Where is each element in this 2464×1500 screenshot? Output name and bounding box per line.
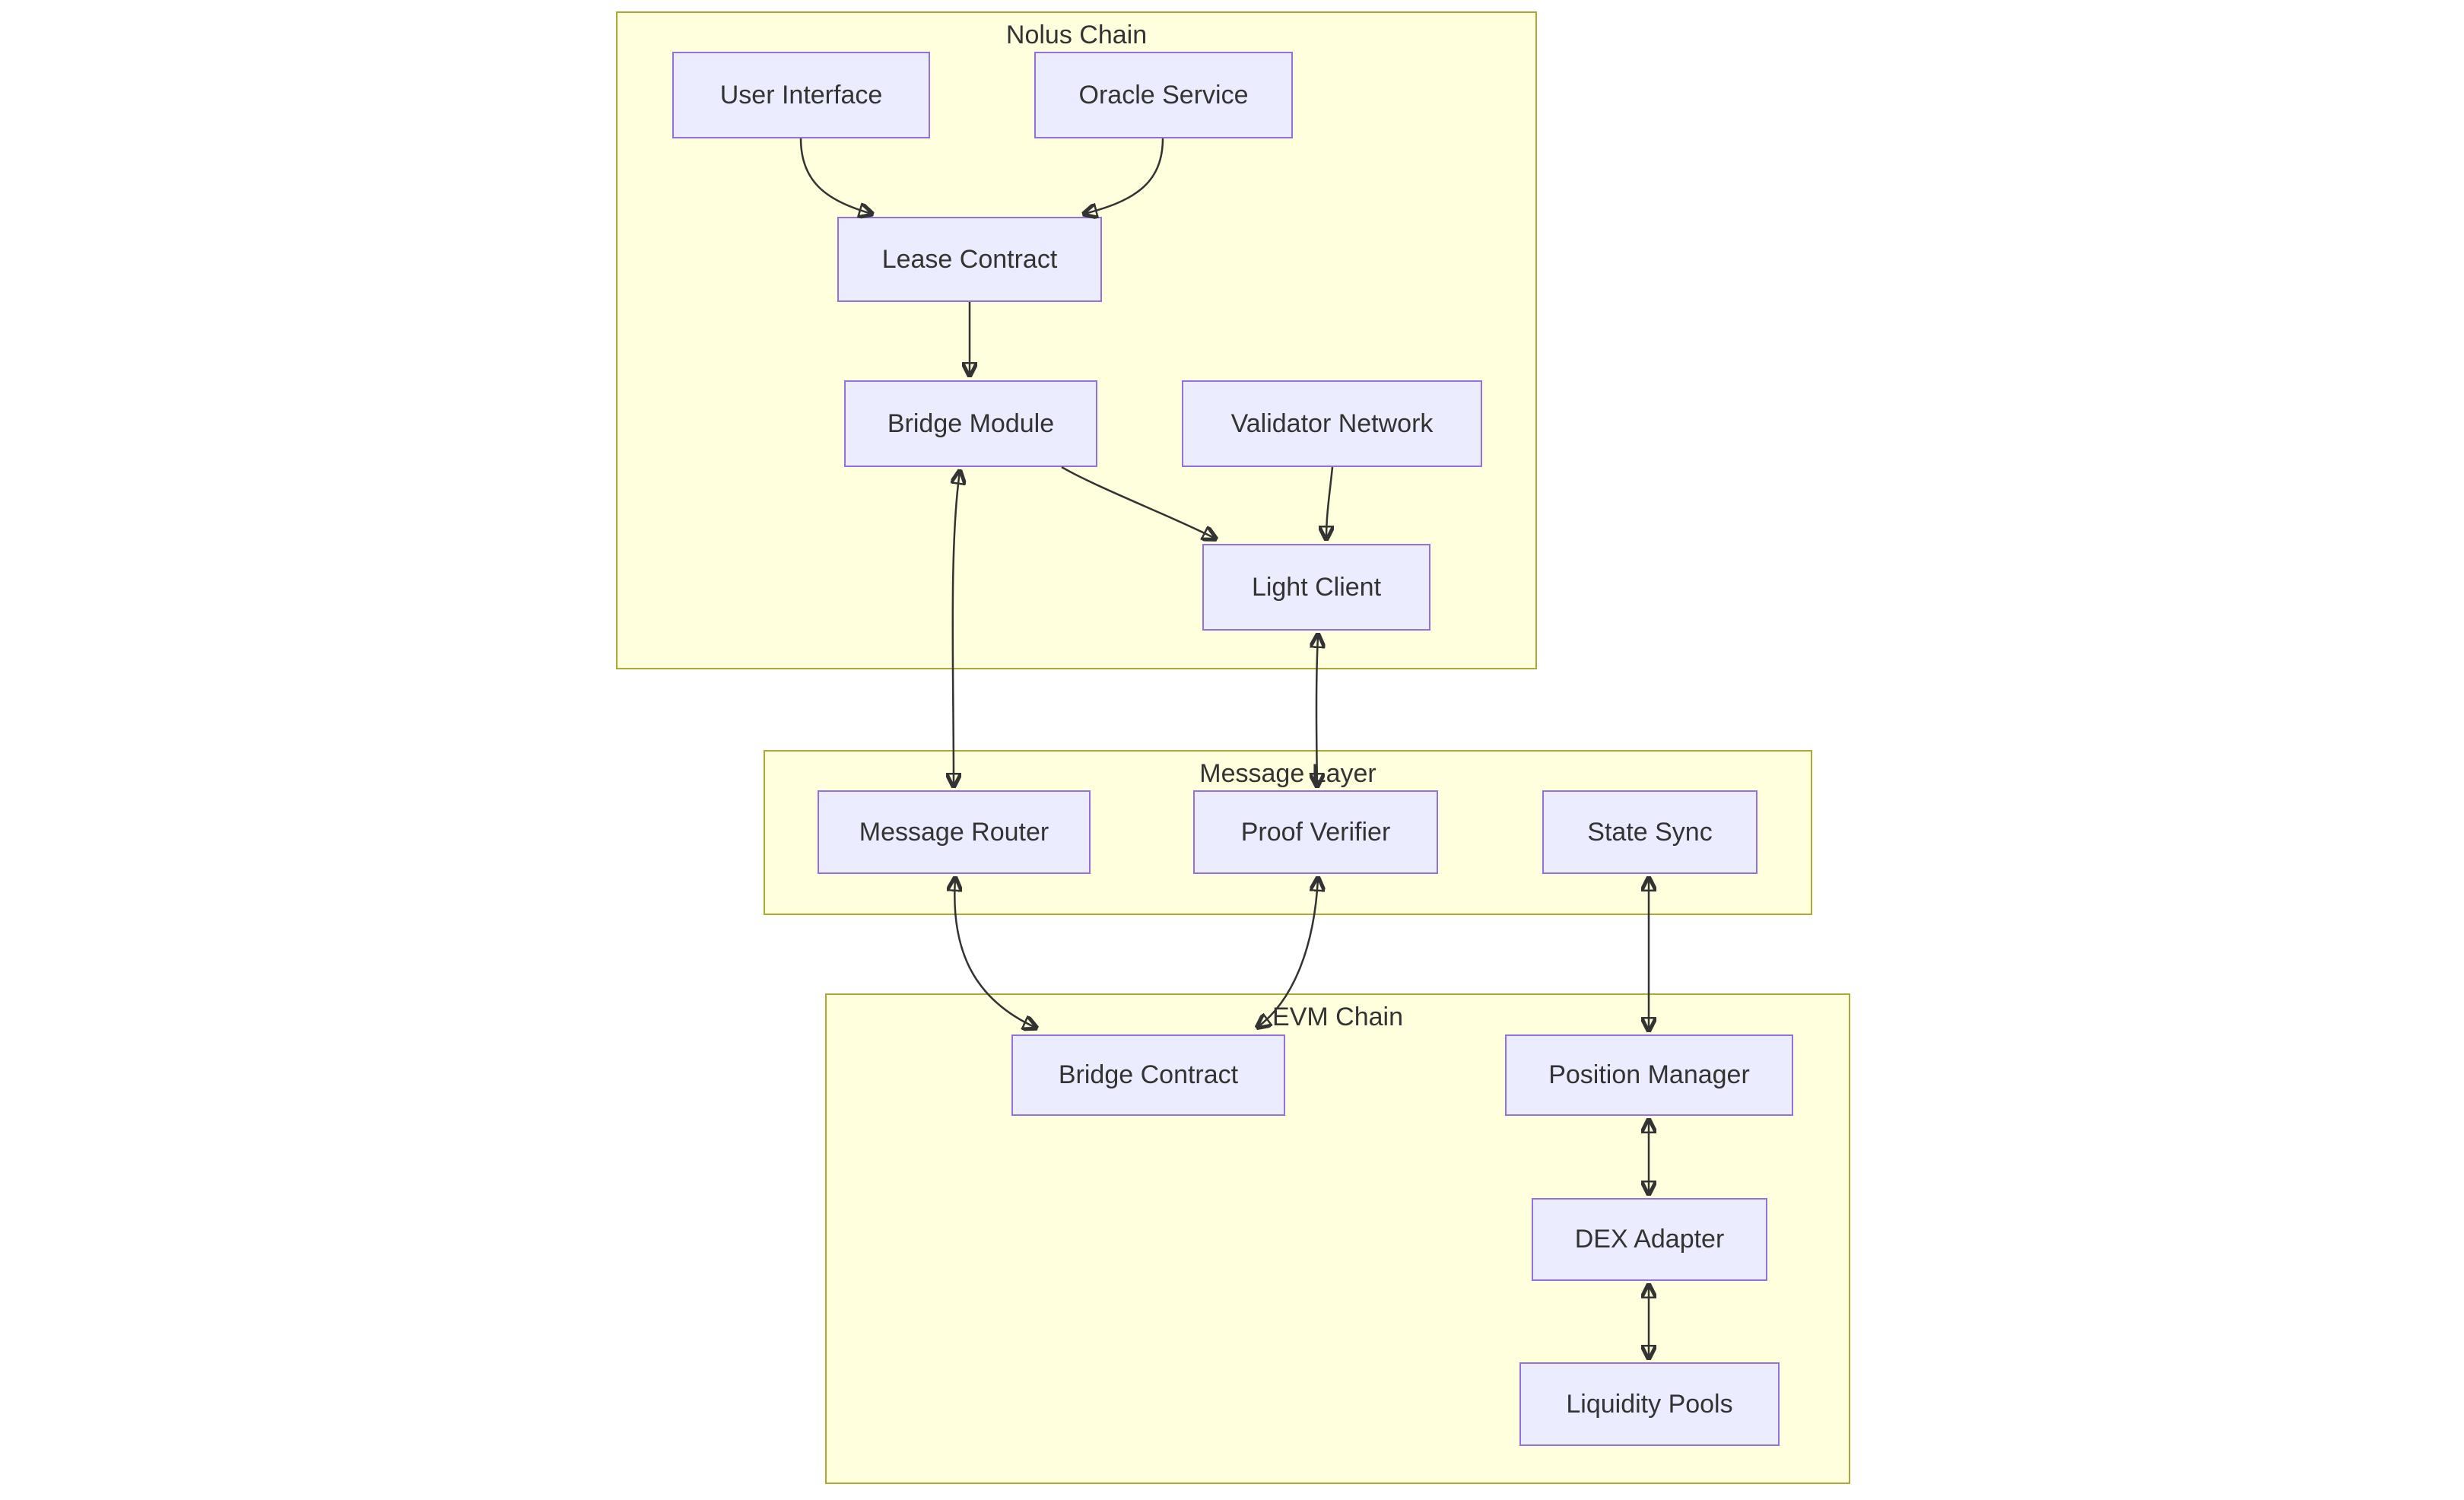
node-dex-adapter: DEX Adapter [1532, 1198, 1767, 1281]
node-light-client-label: Light Client [1251, 572, 1382, 602]
node-bridge-contract: Bridge Contract [1011, 1034, 1285, 1116]
node-liquidity-pools-label: Liquidity Pools [1566, 1389, 1733, 1419]
node-oracle-service-label: Oracle Service [1078, 80, 1249, 110]
node-state-sync-label: State Sync [1587, 817, 1713, 847]
node-oracle-service: Oracle Service [1034, 52, 1293, 138]
cluster-title-nolus-chain: Nolus Chain [1005, 21, 1148, 49]
node-liquidity-pools: Liquidity Pools [1519, 1362, 1780, 1446]
node-user-interface-label: User Interface [719, 80, 883, 110]
node-validator-network-label: Validator Network [1230, 408, 1434, 438]
node-bridge-module-label: Bridge Module [887, 408, 1055, 438]
node-validator-network: Validator Network [1182, 380, 1482, 467]
node-user-interface: User Interface [672, 52, 930, 138]
node-light-client: Light Client [1202, 544, 1430, 631]
node-bridge-module: Bridge Module [844, 380, 1097, 467]
node-position-manager: Position Manager [1505, 1034, 1793, 1116]
cluster-title-message-layer: Message Layer [1199, 759, 1376, 788]
node-message-router: Message Router [818, 790, 1091, 874]
node-message-router-label: Message Router [859, 817, 1049, 847]
node-state-sync: State Sync [1542, 790, 1758, 874]
node-proof-verifier: Proof Verifier [1193, 790, 1438, 874]
node-lease-contract: Lease Contract [837, 217, 1102, 302]
node-proof-verifier-label: Proof Verifier [1240, 817, 1391, 847]
node-position-manager-label: Position Manager [1548, 1060, 1750, 1089]
node-bridge-contract-label: Bridge Contract [1058, 1060, 1239, 1089]
cluster-title-evm-chain: EVM Chain [1272, 1003, 1403, 1031]
node-dex-adapter-label: DEX Adapter [1574, 1225, 1725, 1254]
node-lease-contract-label: Lease Contract [881, 244, 1058, 274]
